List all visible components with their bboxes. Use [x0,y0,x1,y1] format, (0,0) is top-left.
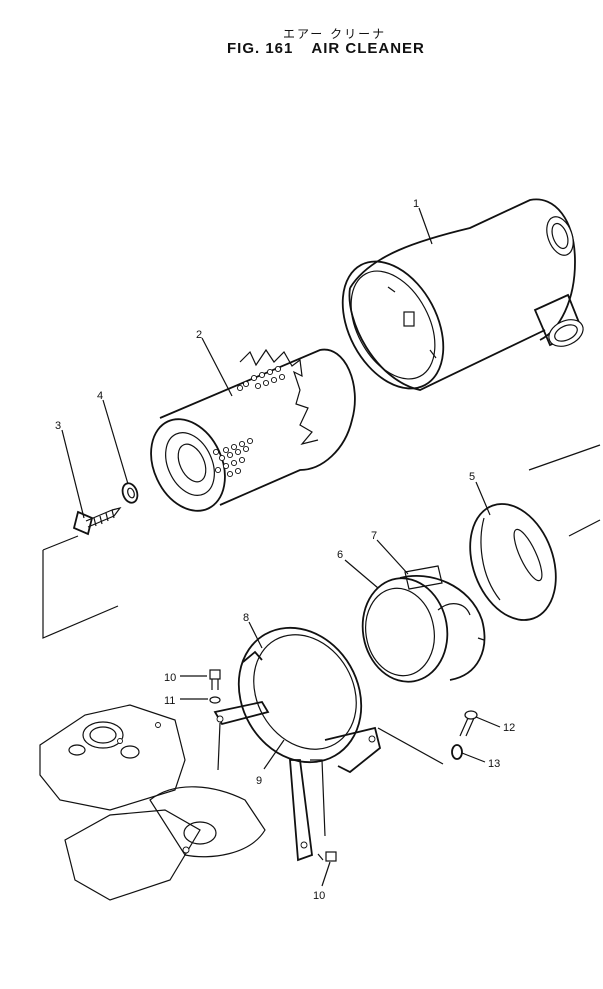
callout-13: 13 [488,758,500,770]
part-1-cleaner-body [341,198,584,391]
part-7-label-plate [404,565,443,590]
callout-labels: 1 2 3 4 5 6 7 8 9 10 11 12 13 10 [55,198,515,902]
callout-8: 8 [243,612,249,624]
callout-7: 7 [371,530,377,542]
part-2-filter-element [150,348,356,512]
callout-3: 3 [55,420,61,432]
callout-12: 12 [503,722,515,734]
bolt-12 [459,710,478,737]
callout-1: 1 [413,198,419,210]
callout-11: 11 [164,695,175,707]
engine-block-outline [39,704,266,901]
part-3-wing-bolt [72,507,122,536]
assembly-guide-lines [42,444,601,771]
callout-9: 9 [256,775,262,787]
figure-name: AIR CLEANER [311,40,425,57]
part-5-end-cap [469,503,557,621]
figure-title: FIG. 161 AIR CLEANER [227,40,425,57]
washer-11 [209,696,221,704]
washer-13 [451,744,463,760]
part-6-inner-cup [361,575,486,683]
callout-6: 6 [337,549,343,561]
callout-10-lower: 10 [313,890,325,902]
bolt-10-upper [209,669,221,690]
title-japanese: エアー クリーナ [283,27,387,41]
callout-4: 4 [97,390,103,402]
figure-number: FIG. 161 [227,40,294,57]
bolt-10-lower [317,851,337,862]
part-8-mounting-bracket [213,626,382,862]
filter-perforations [212,365,286,478]
callout-2: 2 [196,329,202,341]
callout-10-upper: 10 [164,672,176,684]
part-4-washer [121,482,139,504]
leader-lines [61,207,501,887]
callout-5: 5 [469,471,475,483]
